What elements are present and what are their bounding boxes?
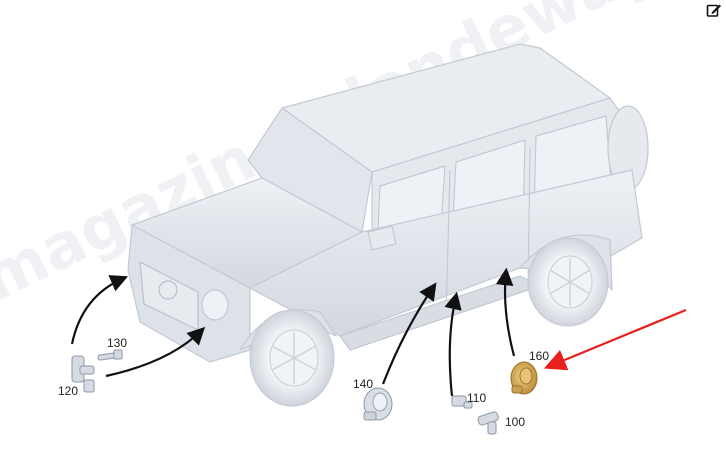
callout-160[interactable]: 160 <box>529 349 550 363</box>
part-110-icon <box>451 395 473 409</box>
leader-130 <box>105 326 206 378</box>
part-100-icon <box>477 411 499 435</box>
edit-icon[interactable] <box>706 2 722 18</box>
leader-140 <box>381 282 437 385</box>
rear-wheel <box>527 237 609 327</box>
highlight-arrow <box>543 308 687 371</box>
callout-130[interactable]: 130 <box>107 336 128 350</box>
part-130-icon <box>97 349 123 361</box>
part-160-icon <box>510 361 538 395</box>
callout-110[interactable]: 110 <box>467 391 487 405</box>
part-140-icon <box>363 387 393 421</box>
front-wheel <box>249 309 335 407</box>
leader-160 <box>495 267 516 357</box>
leader-120 <box>70 275 129 345</box>
part-120-icon <box>71 355 95 393</box>
callout-120[interactable]: 120 <box>58 384 79 398</box>
callout-100[interactable]: 100 <box>505 415 526 429</box>
callout-140[interactable]: 140 <box>353 377 374 391</box>
leader-110 <box>444 291 462 397</box>
leader-arrows <box>70 267 516 397</box>
